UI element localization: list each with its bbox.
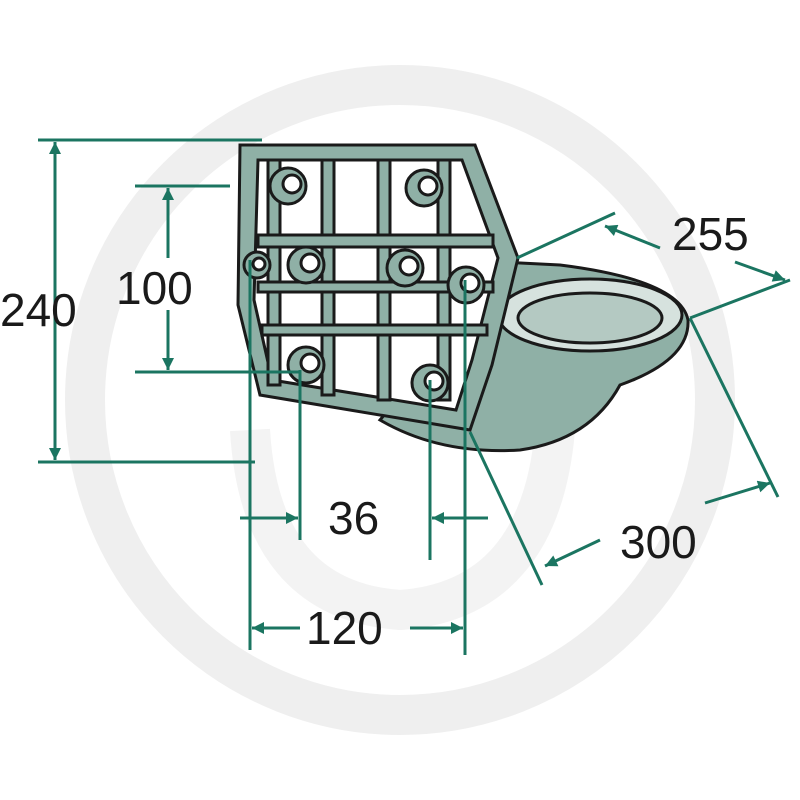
dimension-lines <box>38 138 791 655</box>
dimension-label-255: 255 <box>672 208 749 260</box>
mounting-plate <box>236 143 520 432</box>
watermark-logo <box>65 65 735 735</box>
dimension-label-240: 240 <box>0 284 77 336</box>
dimension-label-300: 300 <box>620 516 697 568</box>
dimension-label-36: 36 <box>328 492 379 544</box>
dimension-label-100: 100 <box>116 262 193 314</box>
dimension-label-120: 120 <box>306 602 383 654</box>
